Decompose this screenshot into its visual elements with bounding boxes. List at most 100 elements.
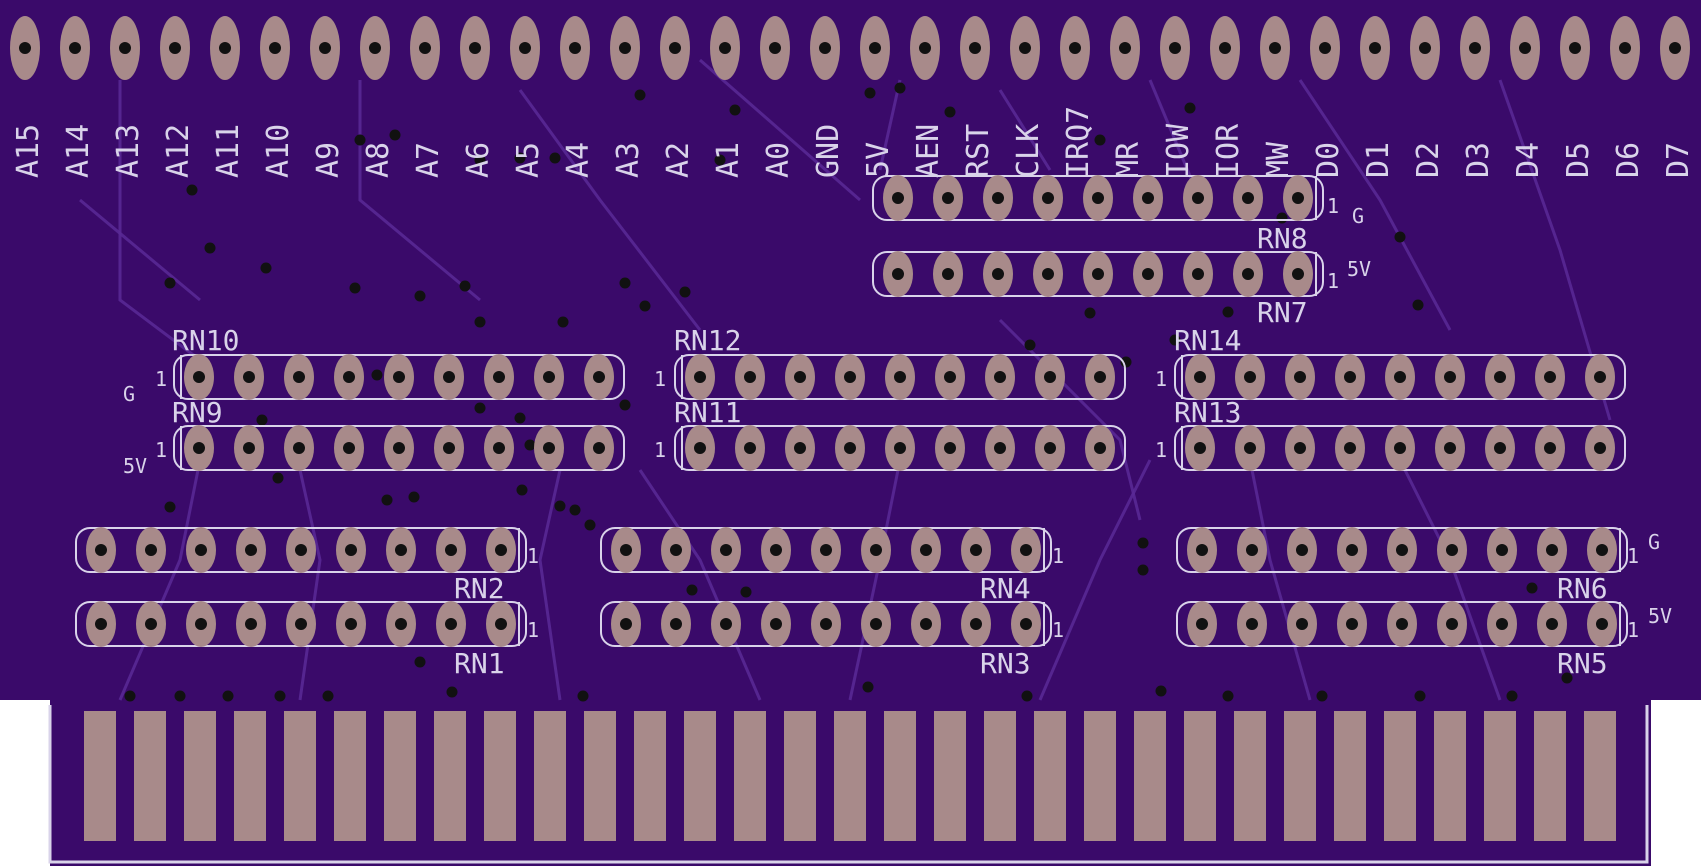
drill xyxy=(1292,268,1304,280)
header-drill xyxy=(919,42,931,54)
pin1-marker: 1 xyxy=(155,367,167,391)
header-label: IOR xyxy=(1211,123,1246,178)
trace xyxy=(358,80,481,302)
drill xyxy=(1396,544,1408,556)
pin1-marker: 1 xyxy=(1627,618,1639,642)
header-drill xyxy=(1119,42,1131,54)
pin1-marker: 1 xyxy=(1155,438,1167,462)
via xyxy=(389,129,401,141)
header-drill xyxy=(369,42,381,54)
header-label: D2 xyxy=(1411,142,1446,178)
edge-finger xyxy=(1334,711,1366,841)
drill xyxy=(1296,618,1308,630)
header-label: AEN xyxy=(911,124,946,178)
trace xyxy=(699,58,861,202)
resistor-network-rn1: RN11 xyxy=(75,601,539,680)
component-reference: RN6 xyxy=(1557,572,1608,605)
drill xyxy=(1546,618,1558,630)
drill xyxy=(295,618,307,630)
via xyxy=(204,242,216,254)
drill xyxy=(295,544,307,556)
drill xyxy=(1244,442,1256,454)
drill xyxy=(1346,544,1358,556)
drill xyxy=(720,544,732,556)
via xyxy=(1316,690,1328,702)
via xyxy=(474,316,486,328)
drill xyxy=(1496,618,1508,630)
edge-finger xyxy=(734,711,766,841)
header-label: D7 xyxy=(1661,142,1696,178)
drill xyxy=(495,618,507,630)
drill xyxy=(1244,371,1256,383)
via xyxy=(1094,134,1106,146)
via xyxy=(260,262,272,274)
via xyxy=(1222,690,1234,702)
via xyxy=(349,282,361,294)
drill xyxy=(593,442,605,454)
drill xyxy=(493,371,505,383)
drill xyxy=(1192,192,1204,204)
edge-finger xyxy=(884,711,916,841)
component-reference: RN14 xyxy=(1174,324,1241,357)
component-reference: RN11 xyxy=(674,396,741,429)
via xyxy=(524,439,536,451)
via xyxy=(414,290,426,302)
trace xyxy=(638,469,762,701)
drill xyxy=(1042,192,1054,204)
edge-finger xyxy=(1384,711,1416,841)
header-drill xyxy=(1569,42,1581,54)
drill xyxy=(1596,544,1608,556)
drill xyxy=(195,544,207,556)
drill xyxy=(992,192,1004,204)
drill xyxy=(844,442,856,454)
edge-finger xyxy=(634,711,666,841)
drill xyxy=(894,442,906,454)
edge-finger xyxy=(1134,711,1166,841)
drill xyxy=(920,544,932,556)
via xyxy=(679,286,691,298)
trace xyxy=(118,459,202,701)
drill xyxy=(1142,268,1154,280)
header-label: A15 xyxy=(11,124,46,178)
via xyxy=(944,106,956,118)
drill xyxy=(1192,268,1204,280)
pin1-marker: 1 xyxy=(527,544,539,568)
drill xyxy=(395,618,407,630)
via xyxy=(446,686,458,698)
header-label: D5 xyxy=(1561,142,1596,178)
via xyxy=(686,584,698,596)
header-label: A12 xyxy=(161,124,196,178)
traces xyxy=(79,58,1612,702)
edge-finger xyxy=(584,711,616,841)
drill xyxy=(670,544,682,556)
drill xyxy=(694,371,706,383)
drill xyxy=(245,618,257,630)
drill xyxy=(495,544,507,556)
via xyxy=(1414,690,1426,702)
drill xyxy=(994,371,1006,383)
header-drill xyxy=(969,42,981,54)
header-label: RST xyxy=(961,124,996,178)
drill xyxy=(770,618,782,630)
via xyxy=(322,690,334,702)
header-label: IOW xyxy=(1161,123,1196,178)
drill xyxy=(944,442,956,454)
via xyxy=(862,681,874,693)
drill xyxy=(670,618,682,630)
edge-finger xyxy=(1584,711,1616,841)
trace xyxy=(79,198,201,302)
edge-finger xyxy=(1184,711,1216,841)
header-label: A2 xyxy=(661,142,696,178)
drill xyxy=(920,618,932,630)
header-drill xyxy=(819,42,831,54)
via xyxy=(354,134,366,146)
via xyxy=(1412,299,1424,311)
drill xyxy=(1446,544,1458,556)
header-drill xyxy=(719,42,731,54)
drill xyxy=(293,371,305,383)
edge-finger xyxy=(934,711,966,841)
drill xyxy=(343,442,355,454)
drill xyxy=(794,371,806,383)
